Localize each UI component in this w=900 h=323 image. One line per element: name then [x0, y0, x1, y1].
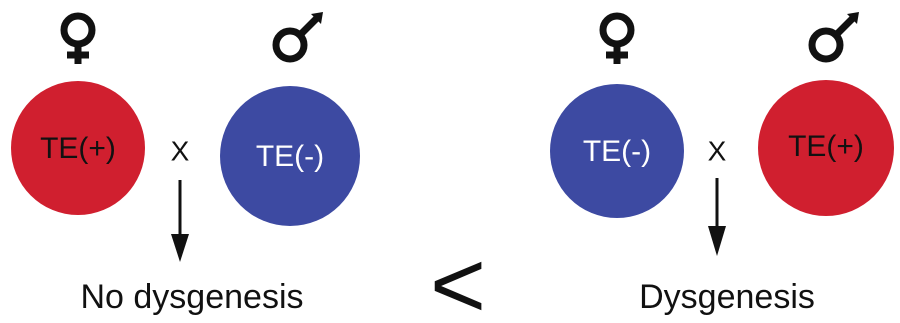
male-symbol-icon — [808, 12, 859, 63]
left-arrow-icon — [171, 180, 189, 262]
female-symbol-icon — [599, 12, 635, 64]
right-female-circle — [550, 84, 684, 218]
right-male-circle — [758, 80, 894, 216]
male-symbol-icon — [272, 12, 323, 63]
right-outcome-label: Dysgenesis — [639, 278, 815, 316]
right-arrow-icon — [708, 178, 726, 256]
comparison-symbol: < — [430, 231, 486, 323]
left-outcome-label: No dysgenesis — [80, 278, 303, 316]
left-male-label: TE(-) — [256, 140, 324, 173]
left-cross-symbol: X — [171, 135, 190, 166]
right-female-label: TE(-) — [583, 135, 651, 168]
left-female-label: TE(+) — [40, 132, 116, 165]
left-female-circle — [11, 81, 145, 215]
left-cross: TE(+) X TE(-) No dysgenesis — [11, 12, 360, 316]
right-cross: TE(-) X TE(+) Dysgenesis — [550, 12, 894, 316]
left-male-circle — [220, 86, 360, 226]
right-cross-symbol: X — [708, 135, 727, 166]
female-symbol-icon — [60, 12, 96, 64]
right-male-label: TE(+) — [788, 130, 864, 163]
